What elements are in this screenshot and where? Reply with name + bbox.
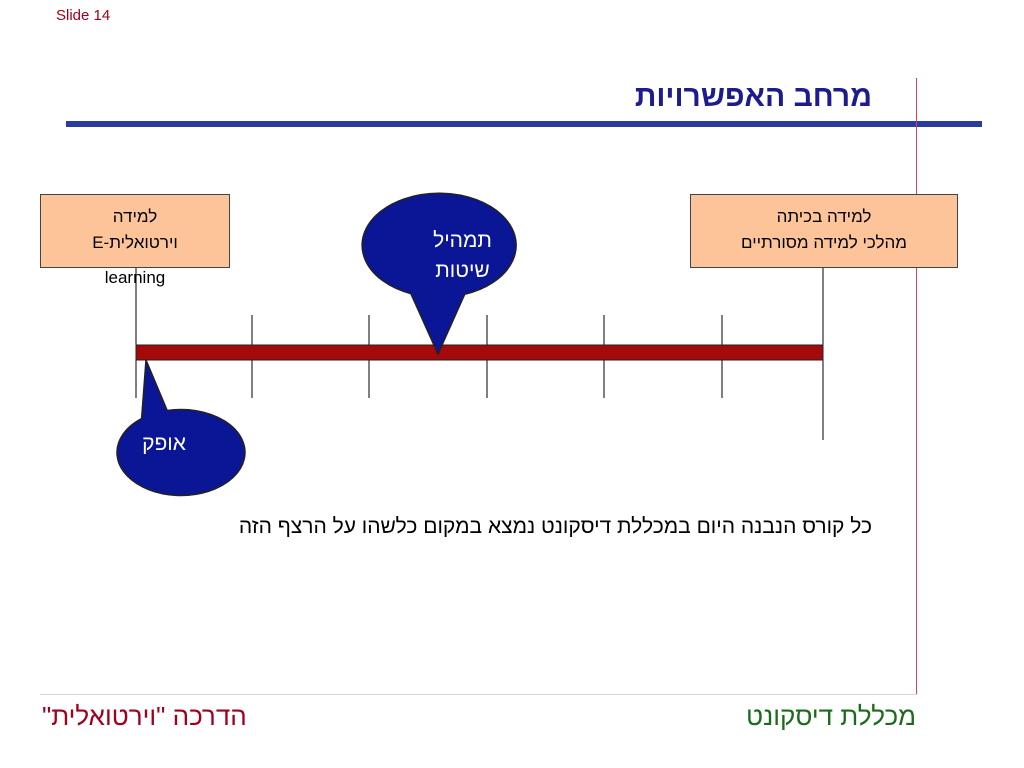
callout-horizon-label: אופק	[142, 432, 186, 455]
callout-mix-line1: תמהיל	[433, 229, 492, 252]
callout-mix-label: תמהיל שיטות	[385, 226, 540, 286]
callout-mix-bubble	[361, 192, 517, 356]
slide-number: Slide 14	[56, 7, 111, 24]
slide-title: מרחב האפשרויות	[634, 80, 872, 113]
elearning-box-line2: E-וירטואלית	[92, 233, 178, 252]
continuum-caption: כל קורס הנבנה היום במכללת דיסקונט נמצא ב…	[238, 515, 872, 538]
elearning-box-line1: למידה	[112, 207, 158, 226]
callout-mix-line2: שיטות	[435, 259, 490, 282]
footer-course-title: הדרכה "וירטואלית"	[42, 701, 247, 731]
elearning-box-line3: learning	[104, 268, 166, 287]
classroom-box: למידה בכיתה מהלכי למידה מסורתיים	[690, 194, 958, 268]
title-underline	[66, 121, 982, 127]
callout-horizon-bubble	[116, 359, 246, 497]
classroom-box-line2: מהלכי למידה מסורתיים	[741, 233, 907, 252]
classroom-box-line1: למידה בכיתה	[776, 207, 872, 226]
continuum-bar	[135, 344, 824, 361]
footer-college-name: מכללת דיסקונט	[746, 701, 916, 731]
footer-divider	[40, 694, 917, 695]
margin-guide-line	[916, 78, 917, 694]
elearning-box: למידה E-וירטואלית	[40, 194, 230, 268]
